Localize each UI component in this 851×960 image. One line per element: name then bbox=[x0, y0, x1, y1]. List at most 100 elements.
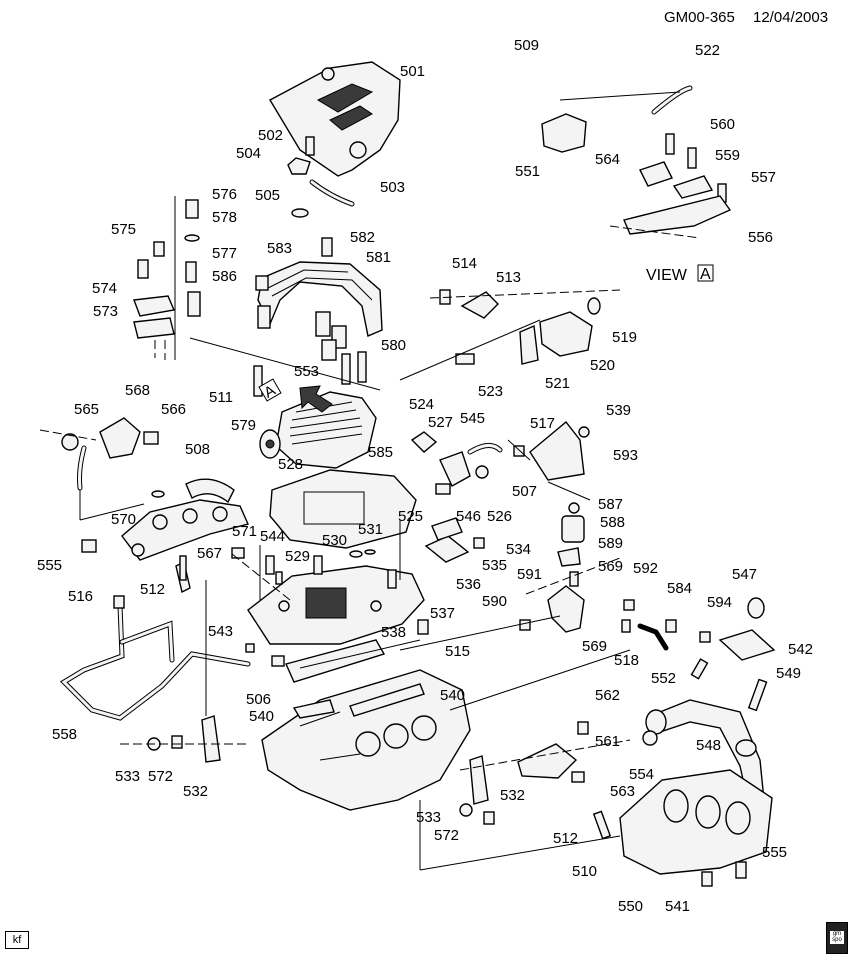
callout-540-a: 540 bbox=[440, 687, 465, 704]
callout-542: 542 bbox=[788, 641, 813, 658]
callout-560: 560 bbox=[710, 116, 735, 133]
left-exhaust-manifold bbox=[121, 499, 249, 561]
callout-538: 538 bbox=[381, 624, 406, 641]
callout-543: 543 bbox=[208, 623, 233, 640]
callout-532-a: 532 bbox=[183, 783, 208, 800]
callout-518: 518 bbox=[614, 652, 639, 669]
fuel-rail bbox=[257, 261, 383, 361]
callout-572-a: 572 bbox=[148, 768, 173, 785]
callout-556: 556 bbox=[748, 229, 773, 246]
view-a-box bbox=[697, 264, 714, 282]
callout-569-b: 569 bbox=[582, 638, 607, 655]
callout-507: 507 bbox=[512, 483, 537, 500]
callout-519: 519 bbox=[612, 329, 637, 346]
callout-572-b: 572 bbox=[434, 827, 459, 844]
callout-593: 593 bbox=[613, 447, 638, 464]
callout-562: 562 bbox=[595, 687, 620, 704]
callout-553: 553 bbox=[294, 363, 319, 380]
callout-512-a: 512 bbox=[140, 581, 165, 598]
callout-584: 584 bbox=[667, 580, 692, 597]
callout-544: 544 bbox=[260, 528, 285, 545]
callout-588: 588 bbox=[600, 514, 625, 531]
exhaust-crossover-pipe bbox=[645, 699, 765, 803]
callout-532-b: 532 bbox=[500, 787, 525, 804]
callout-509: 509 bbox=[514, 37, 539, 54]
lower-intake-manifold bbox=[247, 565, 425, 645]
callout-505: 505 bbox=[255, 187, 280, 204]
callout-575: 575 bbox=[111, 221, 136, 238]
callout-540-b: 540 bbox=[249, 708, 274, 725]
callout-582: 582 bbox=[350, 229, 375, 246]
callout-526: 526 bbox=[487, 508, 512, 525]
callout-533-b: 533 bbox=[416, 809, 441, 826]
callout-506: 506 bbox=[246, 691, 271, 708]
callout-517: 517 bbox=[530, 415, 555, 432]
callout-549: 549 bbox=[776, 665, 801, 682]
callout-525: 525 bbox=[398, 508, 423, 525]
callout-548: 548 bbox=[696, 737, 721, 754]
callout-529: 529 bbox=[285, 548, 310, 565]
diagram-date: 12/04/2003 bbox=[753, 9, 828, 26]
callout-514: 514 bbox=[452, 255, 477, 272]
callout-511: 511 bbox=[209, 389, 233, 406]
callout-578: 578 bbox=[212, 209, 237, 226]
gm-spo-logo: gm spo bbox=[826, 922, 848, 954]
callout-587: 587 bbox=[598, 496, 623, 513]
corner-badge: kf bbox=[5, 931, 29, 949]
callout-570: 570 bbox=[111, 511, 136, 528]
callout-579: 579 bbox=[231, 417, 256, 434]
callout-590: 590 bbox=[482, 593, 507, 610]
callout-520: 520 bbox=[590, 357, 615, 374]
callout-577: 577 bbox=[212, 245, 237, 262]
callout-541: 541 bbox=[665, 898, 690, 915]
callout-labels: 509 501 502 504 503 505 576 578 577 586 … bbox=[37, 37, 813, 915]
engine-block bbox=[261, 669, 471, 811]
callout-527: 527 bbox=[428, 414, 453, 431]
callout-566: 566 bbox=[161, 401, 186, 418]
diagram-code: GM00-365 bbox=[664, 9, 735, 26]
callout-571: 571 bbox=[232, 523, 257, 540]
callout-563: 563 bbox=[610, 783, 635, 800]
callout-586: 586 bbox=[212, 268, 237, 285]
callout-555-b: 555 bbox=[762, 844, 787, 861]
callout-576: 576 bbox=[212, 186, 237, 203]
callout-594: 594 bbox=[707, 594, 732, 611]
callout-530: 530 bbox=[322, 532, 347, 549]
callout-522: 522 bbox=[695, 42, 720, 59]
callout-508: 508 bbox=[185, 441, 210, 458]
callout-533-a: 533 bbox=[115, 768, 140, 785]
callout-510: 510 bbox=[572, 863, 597, 880]
callout-516: 516 bbox=[68, 588, 93, 605]
callout-565: 565 bbox=[74, 401, 99, 418]
right-exhaust-manifold bbox=[619, 769, 773, 875]
callout-528: 528 bbox=[278, 456, 303, 473]
callout-521: 521 bbox=[545, 375, 570, 392]
callout-564: 564 bbox=[595, 151, 620, 168]
callout-513: 513 bbox=[496, 269, 521, 286]
callout-523: 523 bbox=[478, 383, 503, 400]
callout-531: 531 bbox=[358, 521, 383, 538]
view-a-letter: A bbox=[700, 266, 711, 283]
callout-534: 534 bbox=[506, 541, 531, 558]
callout-536: 536 bbox=[456, 576, 481, 593]
callout-573: 573 bbox=[93, 303, 118, 320]
callout-561: 561 bbox=[595, 733, 620, 750]
callout-537: 537 bbox=[430, 605, 455, 622]
callout-524: 524 bbox=[409, 396, 434, 413]
callout-589: 589 bbox=[598, 535, 623, 552]
callout-546: 546 bbox=[456, 508, 481, 525]
callout-591: 591 bbox=[517, 566, 542, 583]
callout-558: 558 bbox=[52, 726, 77, 743]
callout-515: 515 bbox=[445, 643, 470, 660]
callout-550: 550 bbox=[618, 898, 643, 915]
callout-503: 503 bbox=[380, 179, 405, 196]
callout-585: 585 bbox=[368, 444, 393, 461]
callout-501: 501 bbox=[400, 63, 425, 80]
view-a-label: VIEW bbox=[646, 267, 688, 284]
callout-502: 502 bbox=[258, 127, 283, 144]
callout-545: 545 bbox=[460, 410, 485, 427]
callout-535: 535 bbox=[482, 557, 507, 574]
gm-spo-logo-text: gm spo bbox=[830, 931, 844, 944]
callout-568: 568 bbox=[125, 382, 150, 399]
callout-574: 574 bbox=[92, 280, 117, 297]
